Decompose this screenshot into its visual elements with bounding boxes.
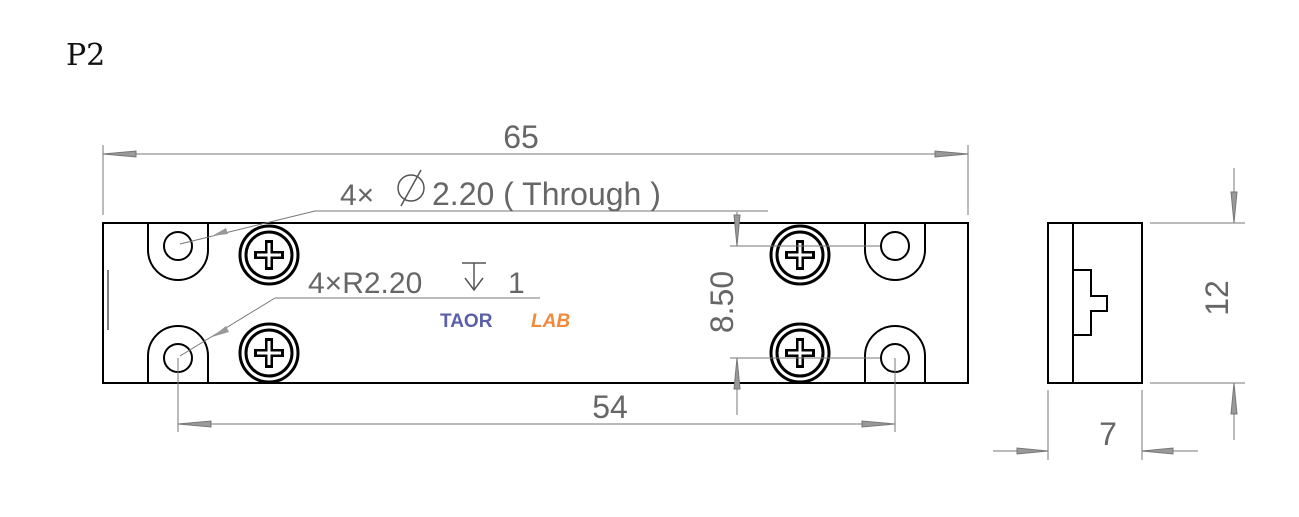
counterbore-prefix: 4×R2.20 [308, 267, 422, 300]
dimension-height [1150, 168, 1245, 440]
dimension-54-label: 54 [592, 389, 628, 425]
slot-top-right [864, 223, 926, 281]
dimension-vertical-pitch [730, 212, 880, 415]
diameter-symbol-icon [397, 169, 425, 207]
through-hole-prefix: 4× [340, 179, 374, 212]
through-hole-leader [179, 210, 768, 245]
leader-arrow [212, 326, 229, 337]
side-view-body [1047, 222, 1143, 384]
dimension-7-label: 7 [1099, 416, 1117, 452]
hole-top-right [880, 231, 910, 261]
page-label: P2 [66, 38, 106, 73]
screw-icon [769, 224, 831, 286]
slot-top-left [147, 223, 209, 281]
counterbore-leader [179, 297, 540, 357]
slot-bottom-right [864, 325, 926, 383]
screw-icon [238, 224, 300, 286]
dimension-12-label: 12 [1199, 280, 1235, 316]
leader-arrow [212, 228, 228, 236]
dimension-8-50-label: 8.50 [704, 271, 740, 333]
dimension-65-label: 65 [503, 119, 539, 155]
counterbore-depth: 1 [508, 267, 525, 300]
through-hole-value: 2.20 ( Through ) [432, 176, 661, 212]
depth-symbol-icon [462, 262, 486, 292]
screw-icon [769, 322, 831, 384]
screw-icon [238, 322, 300, 384]
slot-bottom-left [147, 325, 209, 383]
dimension-overall-length [102, 145, 969, 215]
dimension-hole-spacing [177, 358, 896, 432]
watermark-lab: LAB [531, 311, 570, 332]
front-view-body [102, 222, 969, 384]
dimension-depth [993, 390, 1198, 460]
watermark-taor: TAOR [440, 311, 493, 332]
hole-top-left [163, 231, 193, 261]
side-view-connector [1073, 269, 1108, 336]
